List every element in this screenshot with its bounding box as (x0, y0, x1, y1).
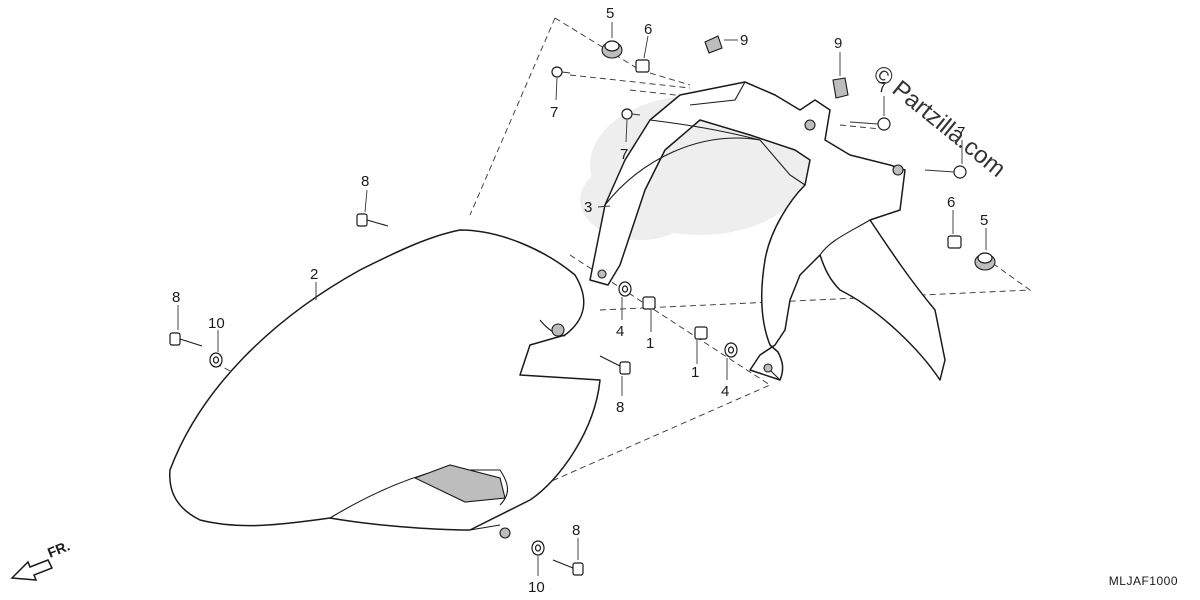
callout-c16: 4 (616, 323, 624, 340)
direction-label: FR. (45, 537, 72, 560)
collar[interactable] (947, 235, 962, 249)
collar[interactable] (635, 59, 650, 73)
washer[interactable] (531, 540, 545, 556)
clip-nut[interactable] (704, 35, 723, 54)
bolt[interactable] (169, 332, 203, 347)
callout-c9: 8 (361, 173, 369, 190)
bolt[interactable] (599, 355, 631, 375)
screw[interactable] (551, 66, 571, 78)
screw[interactable] (621, 108, 641, 120)
callout-c19: 4 (721, 383, 729, 400)
callout-c17: 1 (646, 335, 654, 352)
clip-nut[interactable] (832, 77, 849, 99)
callout-labels: 5 6 9 9 7 7 7 7 8 3 2 6 5 8 10 4 1 1 4 8… (172, 5, 988, 596)
callout-c1: 5 (606, 5, 614, 22)
screw[interactable] (924, 165, 967, 179)
washer-small[interactable] (618, 281, 632, 297)
catalog-code: MLJAF1000 (1108, 574, 1178, 588)
callout-c21: 8 (572, 522, 580, 539)
collar-small[interactable] (642, 296, 656, 310)
callout-c11: 2 (310, 266, 318, 283)
inner-fender[interactable] (589, 81, 946, 381)
bolt[interactable] (356, 213, 389, 227)
callout-leaders (177, 22, 987, 576)
callout-c2: 6 (644, 21, 652, 38)
callout-c5: 7 (550, 104, 558, 121)
callout-c12: 6 (947, 194, 955, 211)
grommet[interactable] (601, 40, 623, 59)
bolt[interactable] (552, 559, 584, 576)
front-fender[interactable] (169, 229, 601, 539)
callout-c8: 7 (957, 124, 965, 141)
callout-c20: 8 (616, 399, 624, 416)
callout-c4: 9 (834, 35, 842, 52)
washer-small[interactable] (724, 342, 738, 358)
washer[interactable] (209, 352, 223, 368)
callout-c10: 3 (584, 199, 592, 216)
callout-c14: 8 (172, 289, 180, 306)
callout-c22: 10 (528, 579, 545, 596)
front-direction-arrow-icon: FR. (10, 537, 72, 581)
fender-mount-hole (551, 323, 565, 337)
fender-mount-hole-lower (499, 527, 511, 539)
collar-small[interactable] (694, 326, 708, 340)
callout-c18: 1 (691, 364, 699, 381)
callout-c15: 10 (208, 315, 225, 332)
callout-c3: 9 (740, 32, 748, 49)
screw[interactable] (849, 117, 891, 131)
callout-c13: 5 (980, 212, 988, 229)
grommet[interactable] (974, 252, 996, 271)
callout-c6: 7 (620, 146, 628, 163)
fender-vent (413, 464, 506, 503)
callout-c7: 7 (878, 79, 886, 96)
